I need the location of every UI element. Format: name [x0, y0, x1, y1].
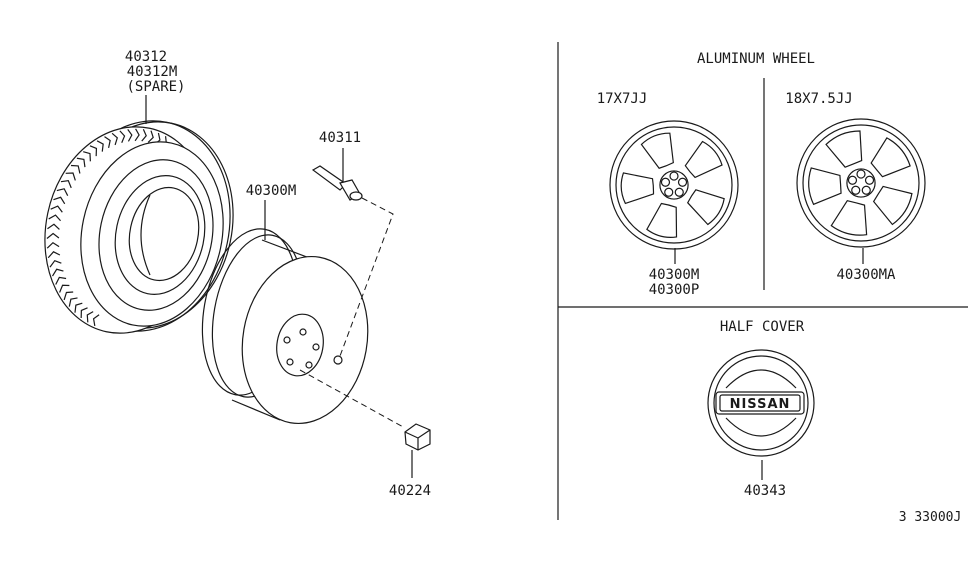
steel-wheel-part-number: 40300M: [246, 183, 297, 199]
valve-illustration: [311, 165, 363, 201]
wheel-size-18: 18X7.5JJ: [785, 91, 852, 107]
tire-part-number-2: 40312M: [127, 64, 178, 80]
nissan-logo-text: NISSAN: [730, 397, 791, 412]
wheel17-part-number-2: 40300P: [649, 282, 700, 298]
tire-spare-label: (SPARE): [126, 79, 185, 95]
half-cover-title: HALF COVER: [720, 319, 805, 335]
tire-illustration: [44, 120, 234, 334]
tire-part-number-1: 40312: [125, 49, 167, 65]
valve-dashed-leader: [339, 197, 394, 357]
aluminum-wheel-title: ALUMINUM WHEEL: [697, 51, 815, 67]
nut-part-number: 40224: [389, 483, 431, 499]
wheel-nut-illustration: [404, 423, 431, 451]
wheel-size-17: 17X7JJ: [597, 91, 648, 107]
valve-part-number: 40311: [319, 130, 361, 146]
wheel18-part-number: 40300MA: [836, 267, 896, 283]
wheel17-part-number-1: 40300M: [649, 267, 700, 283]
diagram-code: 3 33000J: [899, 510, 962, 525]
half-cover-part-number: 40343: [744, 483, 786, 499]
half-cover-illustration: NISSAN: [707, 349, 815, 457]
alloy-wheel-17-illustration: [609, 120, 739, 250]
alloy-wheel-18-illustration: [796, 118, 926, 248]
